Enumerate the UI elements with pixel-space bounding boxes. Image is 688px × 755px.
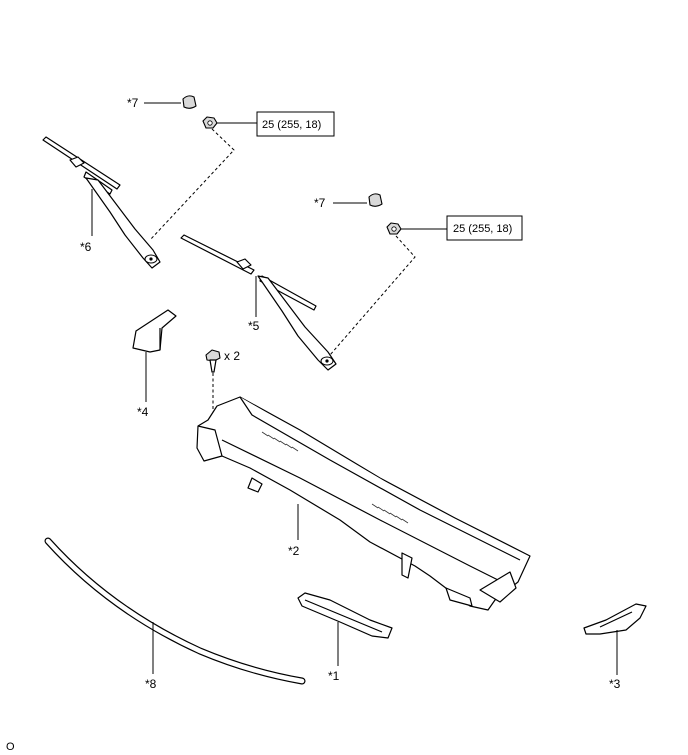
- retainer-clip: [205, 349, 221, 373]
- callout-part3: *3: [609, 677, 621, 691]
- callout-part1: *1: [328, 669, 340, 683]
- clip-quantity: x 2: [224, 349, 240, 363]
- wiper-arm-cap-right: [368, 193, 383, 207]
- callout-part2: *2: [288, 544, 300, 558]
- wiper-arm-left: [42, 136, 161, 269]
- wiper-arm-nut-right: [386, 222, 402, 235]
- wiper-arm-nut-left: [202, 116, 218, 129]
- callout-part5: *5: [248, 319, 260, 333]
- callout-part6: *6: [80, 240, 92, 254]
- cowl-center-panel: [297, 592, 393, 639]
- assembly-line-left: [149, 128, 235, 241]
- callout-part4: *4: [137, 405, 149, 419]
- wiper-arm-right: [180, 234, 337, 371]
- callout-part7a: *7: [127, 96, 139, 110]
- callout-part7b: *7: [314, 196, 326, 210]
- cowl-side-cover-right: [583, 603, 647, 635]
- cowl-top-ventilator-louver: [196, 396, 531, 611]
- torque-spec-left: 25 (255, 18): [262, 119, 321, 131]
- cowl-seal-strip: [44, 537, 306, 685]
- cowl-side-cover-left: [132, 309, 177, 353]
- assembly-line-right: [329, 235, 416, 356]
- wiper-arm-cap-left: [182, 95, 197, 109]
- callout-part8: *8: [145, 677, 157, 691]
- figure-code: O: [6, 741, 15, 753]
- torque-spec-right: 25 (255, 18): [453, 223, 512, 235]
- torque-box-left: [256, 111, 335, 137]
- torque-box-right: [446, 215, 523, 241]
